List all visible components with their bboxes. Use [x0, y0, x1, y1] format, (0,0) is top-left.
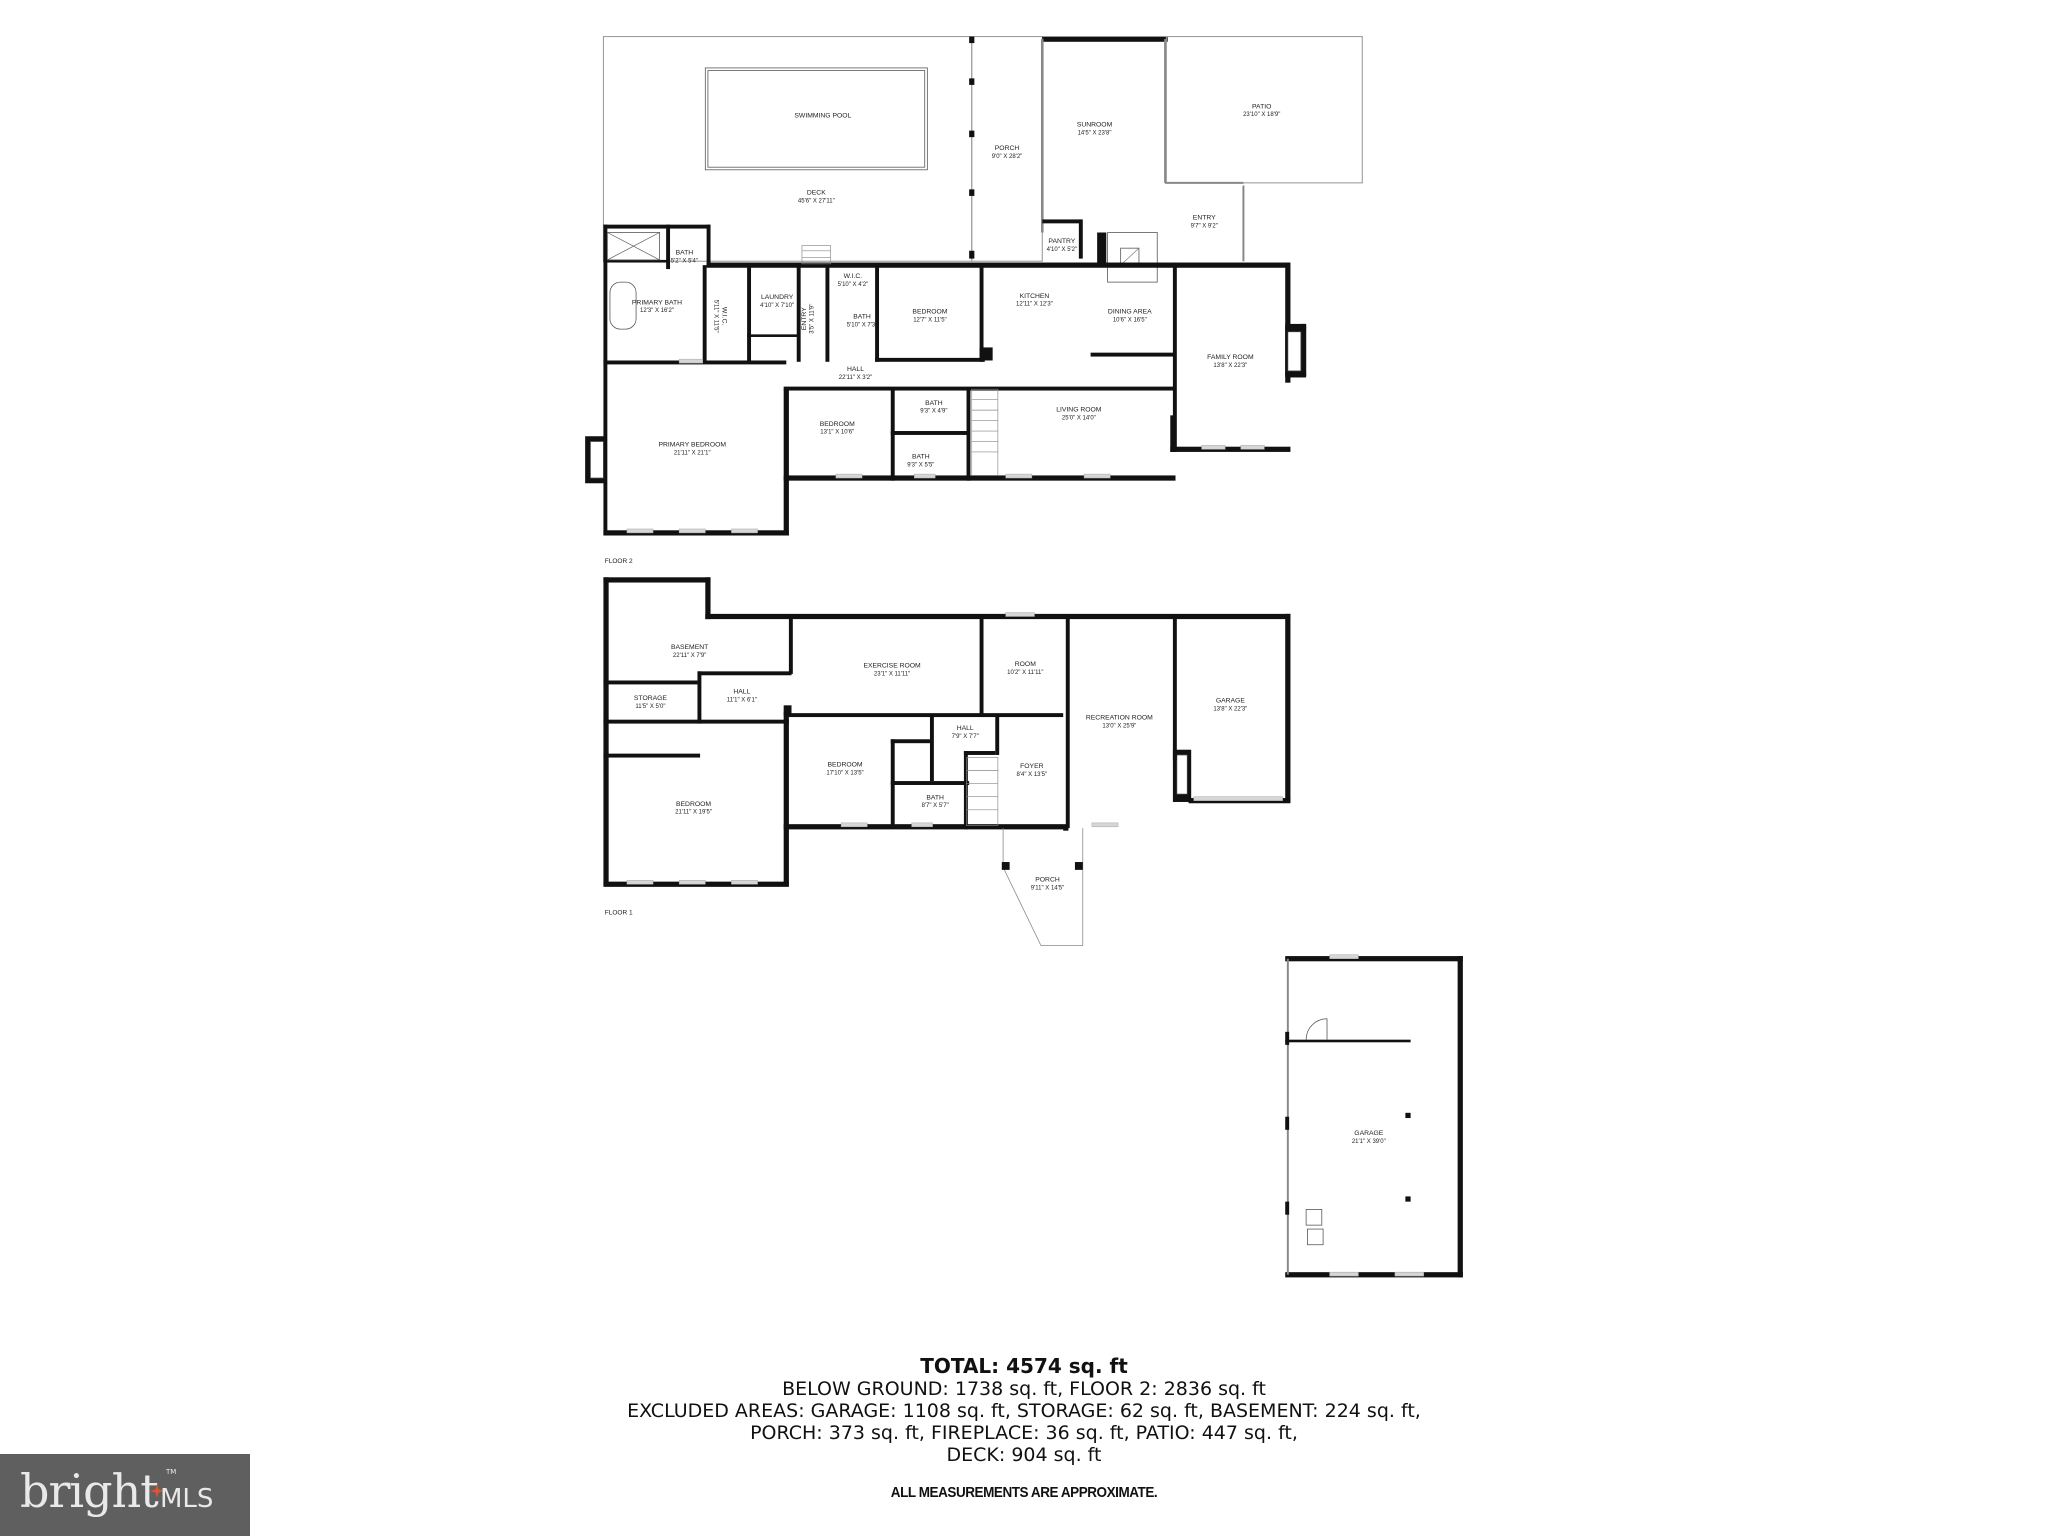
room-hall-west-dim: 11'1" X 6'1": [727, 697, 757, 703]
room-kitchen-dim: 12'11" X 12'3": [1016, 302, 1053, 308]
room-bath-dim: 8'7" X 5'7": [922, 803, 949, 809]
room-family-room-dim: 13'8" X 22'3": [1213, 363, 1247, 369]
room-entry-east-dim: 9'7" X 9'2": [1191, 223, 1218, 229]
room-primary-bath: PRIMARY BATH: [632, 299, 682, 306]
logo-trademark: TM: [166, 1468, 177, 1476]
porch-outline-f1: [1002, 828, 1084, 947]
room-porch-f1: PORCH: [1035, 877, 1060, 884]
room-wic-dim: 5'10" X 4'2": [838, 282, 869, 288]
room-bedroom-west-dim: 21'11" X 19'5": [675, 810, 712, 816]
room-kitchen: KITCHEN: [1020, 293, 1050, 300]
summary-line-1: BELOW GROUND: 1738 sq. ft, FLOOR 2: 2836…: [782, 1378, 1266, 1400]
total-area: TOTAL: 4574 sq. ft: [920, 1354, 1128, 1378]
patio-outline: [1165, 36, 1363, 184]
logo-wordmark: bright: [20, 1464, 159, 1518]
room-bedroom-mid-dim: 17'10" X 13'5": [826, 771, 863, 777]
room-primary-bath-dim: 12'3" X 16'2": [640, 308, 674, 314]
room-basement: BASEMENT: [671, 644, 708, 651]
room-detached-garage: GARAGE: [1354, 1130, 1383, 1137]
room-hall-west: HALL: [733, 689, 750, 696]
room-storage: STORAGE: [634, 695, 668, 702]
room-bedroom-mid: BEDROOM: [828, 762, 863, 769]
room-pantry-dim: 4'10" X 5'2": [1047, 247, 1078, 253]
room-bath-b2: BATH: [912, 453, 930, 460]
room-recreation-room: RECREATION ROOM: [1086, 715, 1153, 722]
pool: [704, 67, 928, 171]
room-garage-attached-dim: 13'8" X 22'3": [1213, 707, 1247, 713]
logo-mls: MLS: [160, 1484, 214, 1514]
room-entry-east: ENTRY: [1193, 214, 1216, 221]
logo-star-icon: [150, 1484, 164, 1498]
room-bath-mid-dim: 5'10" X 7'3": [847, 323, 878, 329]
room-exercise-room: EXERCISE ROOM: [863, 662, 921, 669]
room-wic: W.I.C.: [844, 273, 863, 280]
room-bedroom-a-dim: 12'7" X 11'5": [913, 317, 946, 323]
room-hall: HALL: [847, 366, 864, 373]
room-wic-primary-dim: 5'11" X 11'5": [712, 300, 718, 333]
room-deck: DECK: [807, 190, 826, 197]
room-bath-b1-dim: 9'3" X 4'9": [920, 409, 947, 415]
room-pantry: PANTRY: [1048, 238, 1075, 245]
room-garage-attached: GARAGE: [1216, 698, 1245, 705]
room-patio: PATIO: [1252, 103, 1271, 110]
room-detached-garage-dim: 21'1" X 39'0": [1352, 1139, 1386, 1145]
room-basement-dim: 22'11" X 7'9": [673, 653, 706, 659]
detached-garage-plan: GARAGE 21'1" X 39'0": [1285, 954, 1463, 1278]
room-living-room: LIVING ROOM: [1056, 406, 1102, 413]
room-wic-primary: W.I.C.: [720, 307, 727, 326]
room-bath-mid: BATH: [853, 314, 871, 321]
room-bath-b1: BATH: [925, 400, 943, 407]
room-deck-dim: 45'6" X 27'11": [798, 198, 835, 204]
summary-line-3: PORCH: 373 sq. ft, FIREPLACE: 36 sq. ft,…: [750, 1422, 1298, 1444]
room-foyer-dim: 8'4" X 13'5": [1017, 772, 1048, 778]
room-porch-f1-dim: 9'11" X 14'5": [1031, 885, 1064, 891]
room-entry-west: ENTRY: [801, 307, 808, 330]
floor-2-plan: FLOOR 2 SWIMMING POOL DECK 45'6" X 27'11…: [585, 36, 1363, 565]
room-exercise-room-dim: 23'1" X 11'11": [874, 671, 910, 677]
floor-2-label: FLOOR 2: [605, 558, 633, 565]
room-hall-dim: 22'11" X 3'2": [839, 375, 872, 381]
room-porch: PORCH: [995, 145, 1020, 152]
room-laundry: LAUNDRY: [761, 294, 794, 301]
room-bedroom-west: BEDROOM: [676, 801, 711, 808]
room-sunroom-dim: 14'5" X 23'8": [1078, 131, 1112, 137]
room-bath-b2-dim: 9'3" X 5'5": [907, 462, 934, 468]
room-bath: BATH: [926, 794, 944, 801]
room-primary-bedroom: PRIMARY BEDROOM: [658, 442, 726, 449]
summary-line-4: DECK: 904 sq. ft: [946, 1444, 1102, 1466]
room-bath-top: BATH: [676, 250, 694, 257]
summary-line-2: EXCLUDED AREAS: GARAGE: 1108 sq. ft, STO…: [627, 1400, 1421, 1422]
room-patio-dim: 23'10" X 18'9": [1243, 112, 1280, 118]
room-hall-mid: HALL: [957, 725, 974, 732]
room-entry-west-dim: 3'5" X 11'9": [810, 304, 816, 334]
room-dining-area: DINING AREA: [1108, 308, 1152, 315]
room-laundry-dim: 4'10" X 7'10": [760, 303, 794, 309]
room-room-dim: 10'2" X 11'11": [1007, 670, 1043, 676]
room-porch-dim: 9'0" X 28'2": [992, 154, 1023, 160]
room-room: ROOM: [1015, 661, 1036, 668]
room-bedroom-b: BEDROOM: [820, 421, 855, 428]
room-dining-area-dim: 10'6" X 16'5": [1113, 317, 1147, 323]
room-foyer: FOYER: [1020, 763, 1043, 770]
room-bedroom-a: BEDROOM: [912, 308, 947, 315]
room-primary-bedroom-dim: 21'11" X 21'1": [674, 451, 711, 457]
room-recreation-room-dim: 13'0" X 25'9": [1102, 724, 1136, 730]
room-bath-top-dim: 5'2" X 5'4": [671, 259, 698, 265]
room-hall-mid-dim: 7'9" X 7'7": [952, 734, 979, 740]
room-family-room: FAMILY ROOM: [1207, 354, 1254, 361]
floor-1-plan: FLOOR 1 BASEMENT 22'11" X 7'9" STORAGE 1…: [603, 577, 1291, 947]
disclaimer: ALL MEASUREMENTS ARE APPROXIMATE.: [890, 1484, 1158, 1501]
room-swimming-pool: SWIMMING POOL: [794, 113, 851, 120]
bright-mls-logo: bright TM MLS: [0, 1454, 250, 1536]
room-storage-dim: 11'5" X 5'0": [635, 704, 665, 710]
room-sunroom: SUNROOM: [1077, 122, 1113, 129]
room-living-room-dim: 25'0" X 14'0": [1062, 415, 1096, 421]
floor-1-label: FLOOR 1: [605, 909, 633, 916]
room-bedroom-b-dim: 13'1" X 10'6": [820, 430, 854, 436]
